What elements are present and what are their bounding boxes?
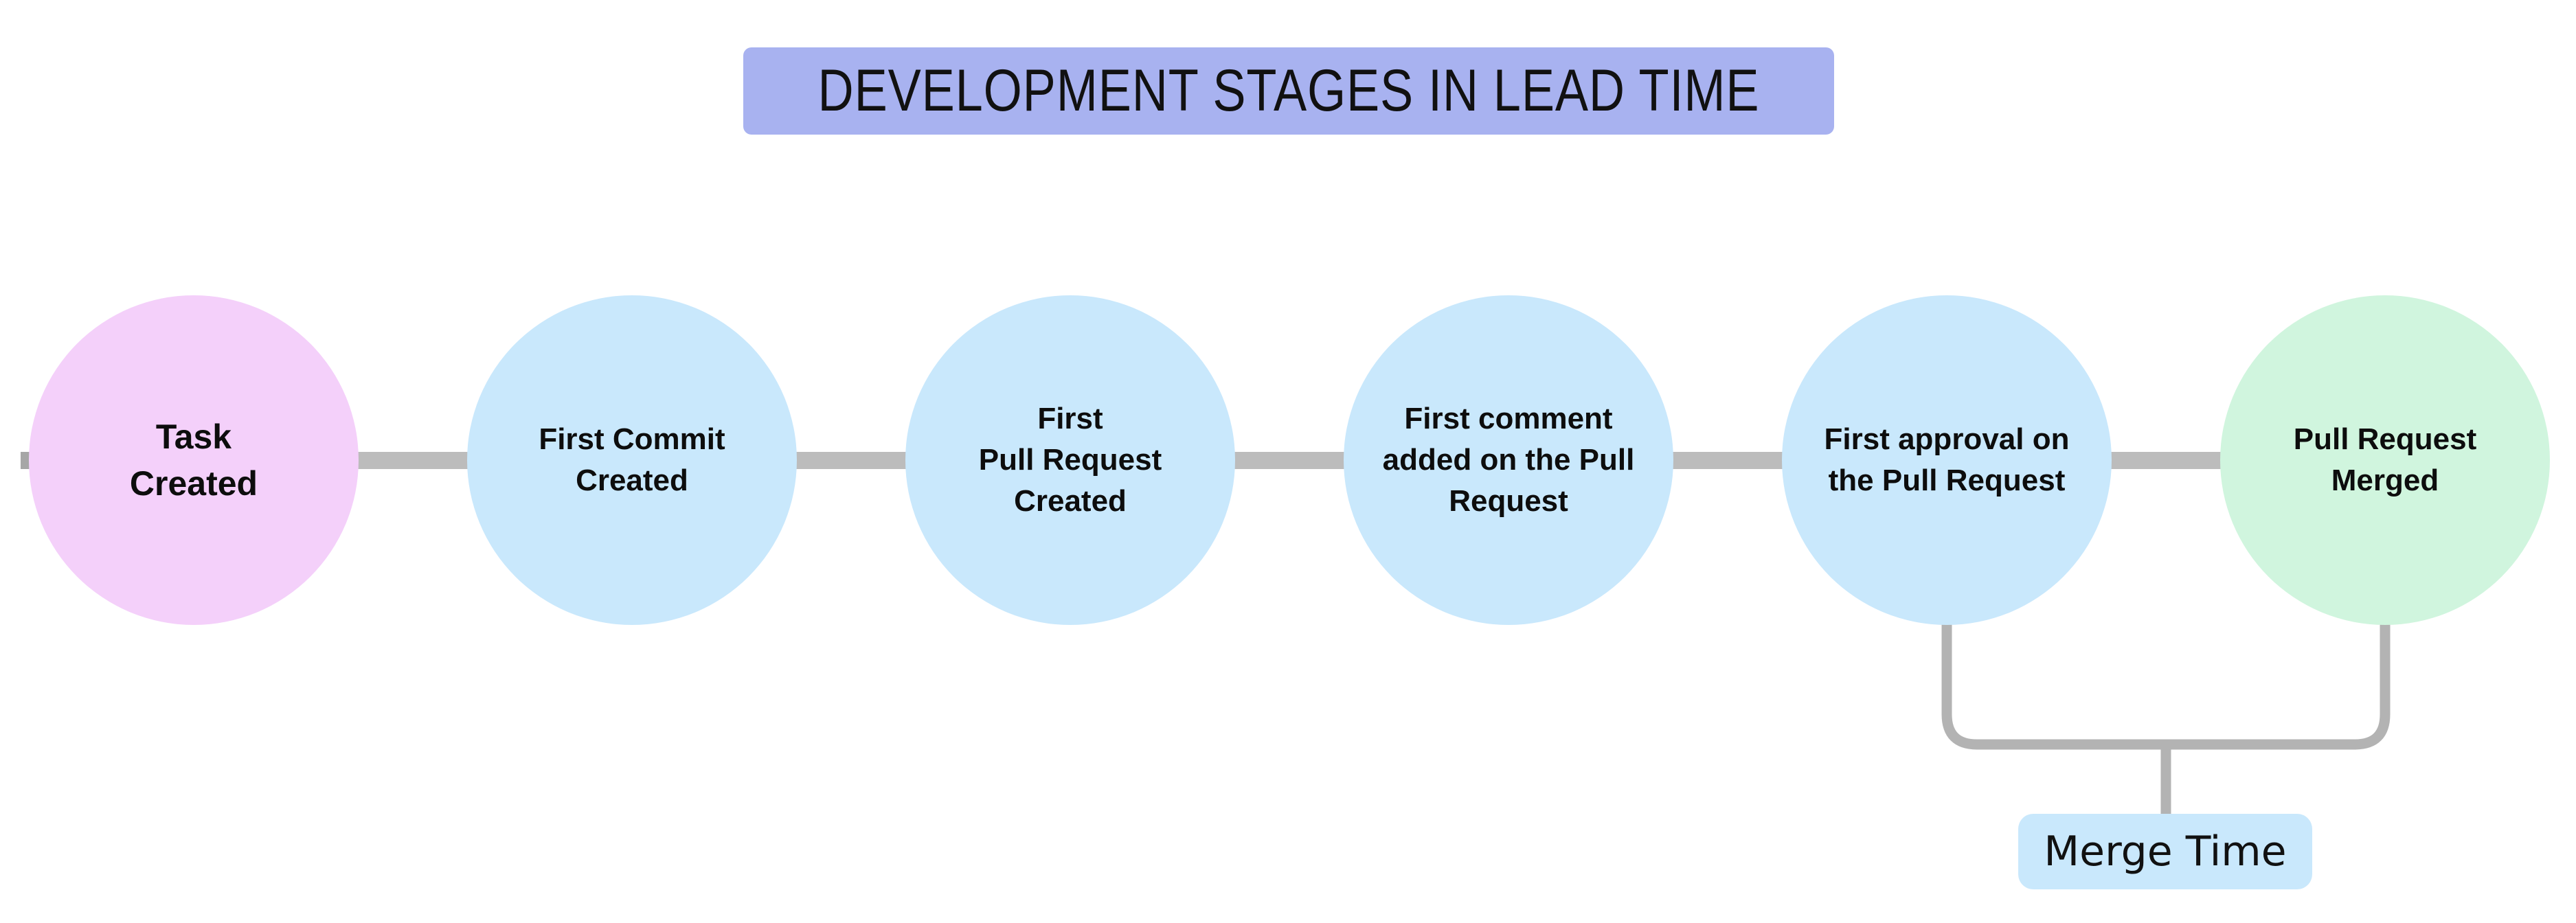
stage-label-first-commit-created: First Commit Created xyxy=(539,422,725,497)
stage-label-pull-request-merged: Pull Request Merged xyxy=(2293,422,2477,497)
diagram-title-banner: DEVELOPMENT STAGES IN LEAD TIME xyxy=(743,47,1834,135)
stage-label-task-created: Task Created xyxy=(129,418,258,503)
stage-circle-task-created: Task Created xyxy=(29,295,359,625)
stage-circle-pull-request-merged: Pull Request Merged xyxy=(2220,295,2550,625)
stage-circle-first-pull-request-created: First Pull Request Created xyxy=(905,295,1235,625)
merge-time-bracket xyxy=(1941,621,2391,819)
stage-label-first-comment-added: First comment added on the Pull Request xyxy=(1382,402,1635,518)
diagram-title: DEVELOPMENT STAGES IN LEAD TIME xyxy=(817,58,1760,124)
stage-label-first-approval: First approval on the Pull Request xyxy=(1824,422,2070,497)
merge-time-label: Merge Time xyxy=(2044,828,2287,876)
stage-circle-first-approval: First approval on the Pull Request xyxy=(1782,295,2112,625)
merge-time-bracket-path xyxy=(1941,621,2391,750)
merge-time-label-box: Merge Time xyxy=(2018,814,2312,889)
stage-label-first-pull-request-created: First Pull Request Created xyxy=(978,402,1162,518)
stage-circle-first-commit-created: First Commit Created xyxy=(467,295,797,625)
stage-circle-first-comment-added: First comment added on the Pull Request xyxy=(1344,295,1673,625)
